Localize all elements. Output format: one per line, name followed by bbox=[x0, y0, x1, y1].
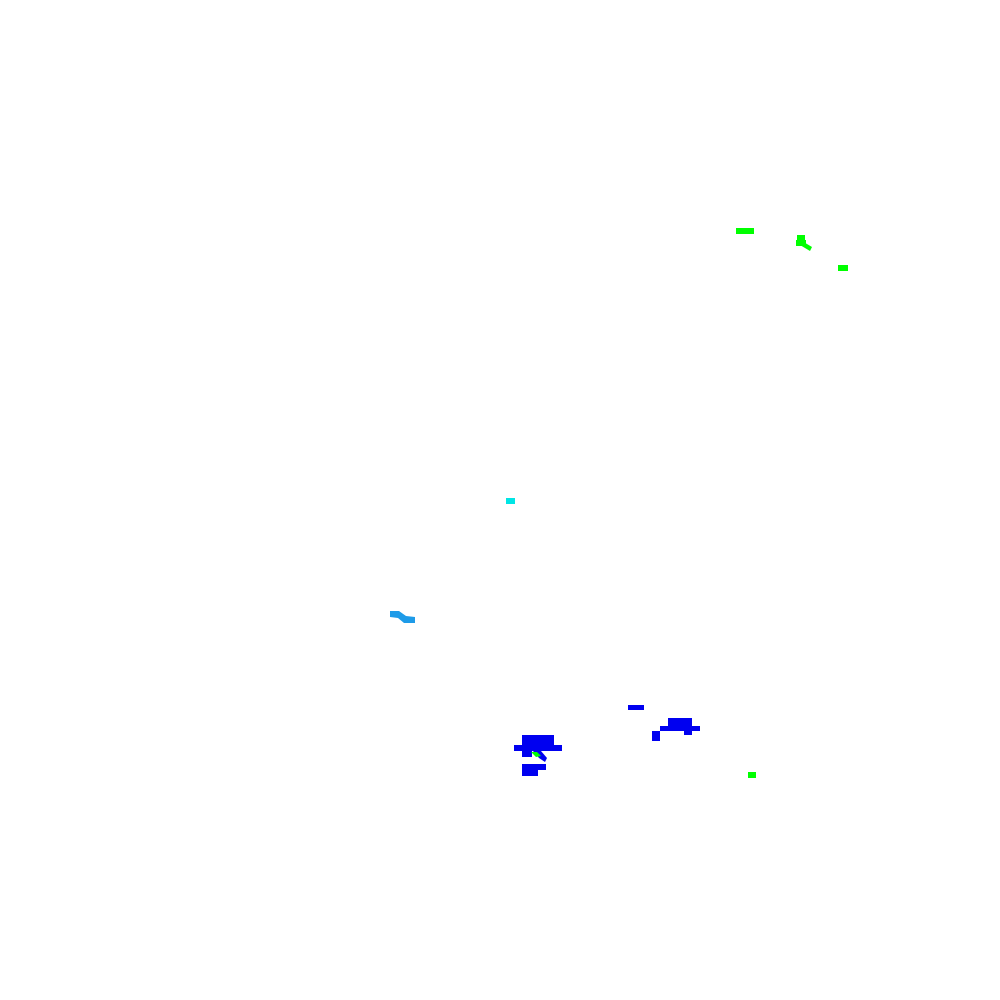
blue-block bbox=[522, 751, 532, 757]
blue-cluster-bottom bbox=[514, 705, 700, 776]
cyan-dot bbox=[506, 498, 515, 504]
green-marker-bottom bbox=[748, 772, 756, 778]
blue-block bbox=[652, 731, 660, 741]
green-dot bbox=[838, 265, 848, 271]
blue-block bbox=[684, 726, 692, 735]
green-dot bbox=[748, 772, 756, 778]
sky-blue-stroke bbox=[390, 611, 415, 623]
cyan-marker bbox=[506, 498, 515, 504]
green-cluster-top bbox=[736, 228, 848, 271]
blue-dash bbox=[628, 705, 644, 710]
blue-block bbox=[522, 735, 554, 746]
sky-blue-squiggle bbox=[390, 611, 415, 623]
green-diagonal bbox=[800, 241, 812, 251]
blue-block bbox=[522, 769, 538, 776]
blue-block bbox=[668, 718, 692, 726]
green-block bbox=[797, 235, 805, 241]
blue-block bbox=[660, 726, 700, 731]
green-dash bbox=[736, 228, 754, 234]
green-inset-mark bbox=[531, 752, 541, 757]
blue-bar bbox=[514, 745, 562, 751]
blue-block bbox=[522, 764, 546, 770]
green-diagonal-small bbox=[531, 752, 541, 757]
